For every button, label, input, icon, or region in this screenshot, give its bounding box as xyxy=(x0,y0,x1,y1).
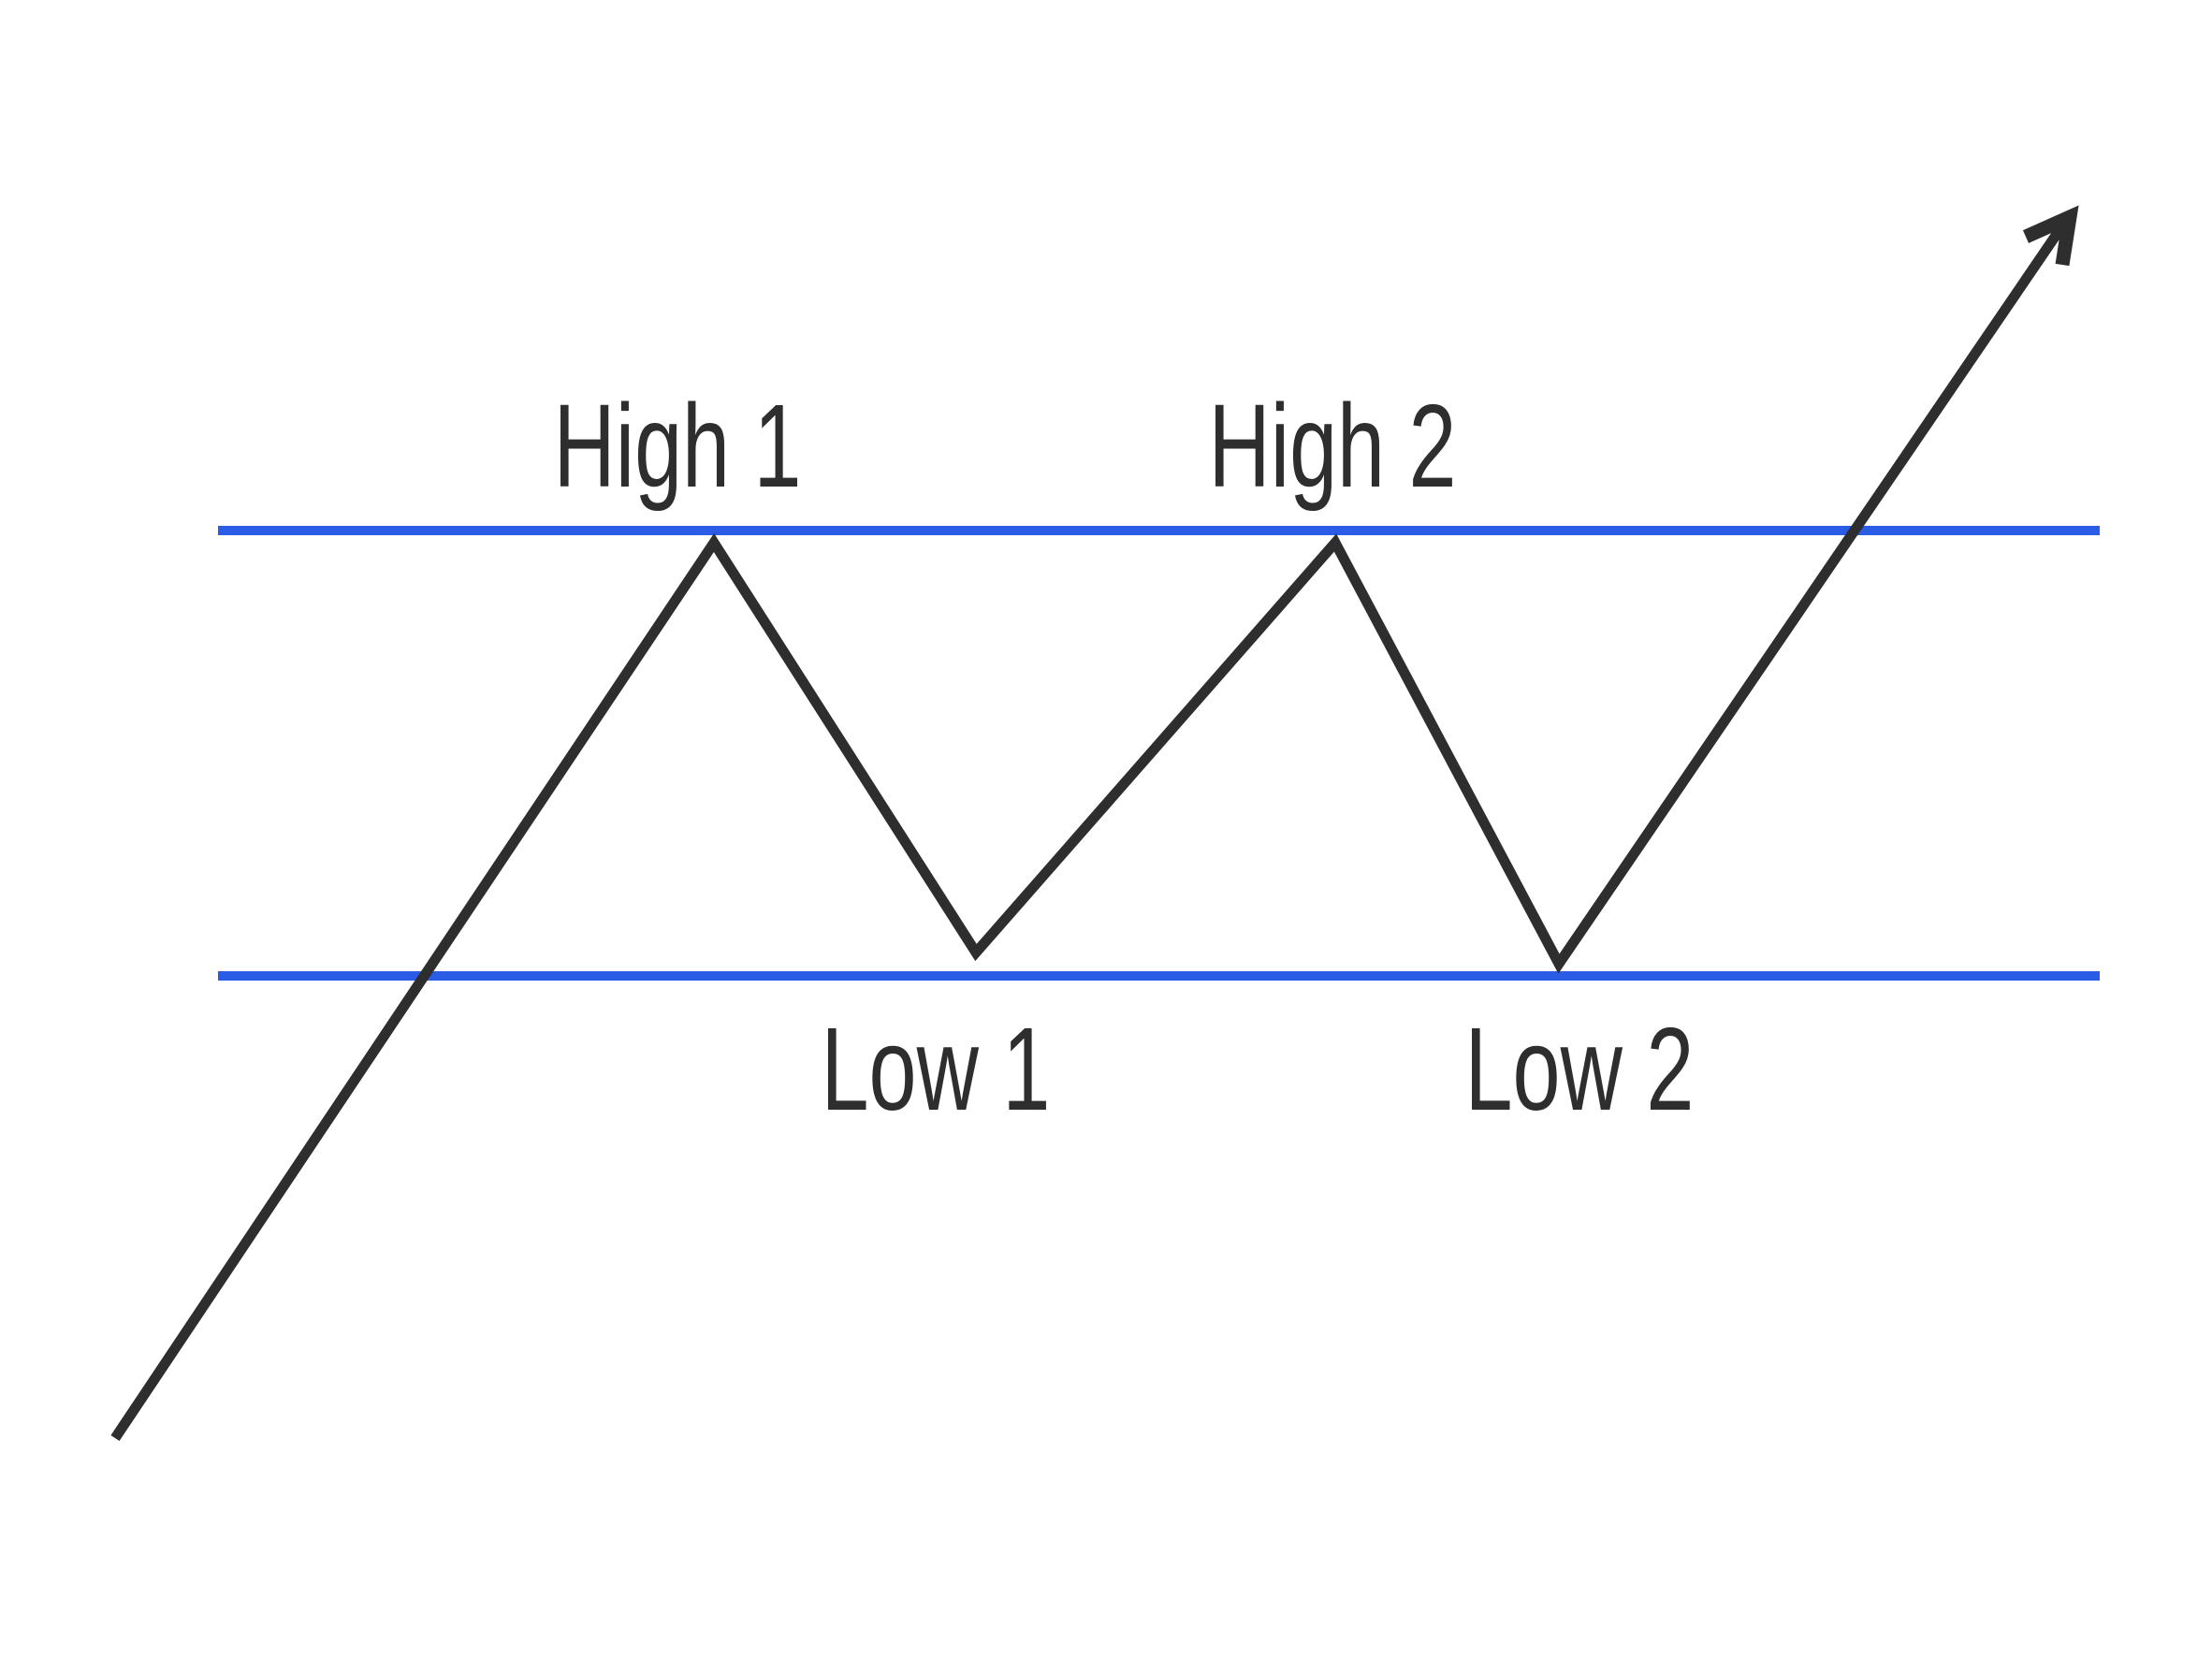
label-high-1: High 1 xyxy=(554,380,802,512)
breakout-arrow-icon xyxy=(2022,205,2079,267)
label-low-1: Low 1 xyxy=(822,1003,1051,1135)
label-low-2: Low 2 xyxy=(1465,1003,1695,1135)
label-high-2: High 2 xyxy=(1209,380,1457,512)
price-line xyxy=(110,221,2068,1442)
